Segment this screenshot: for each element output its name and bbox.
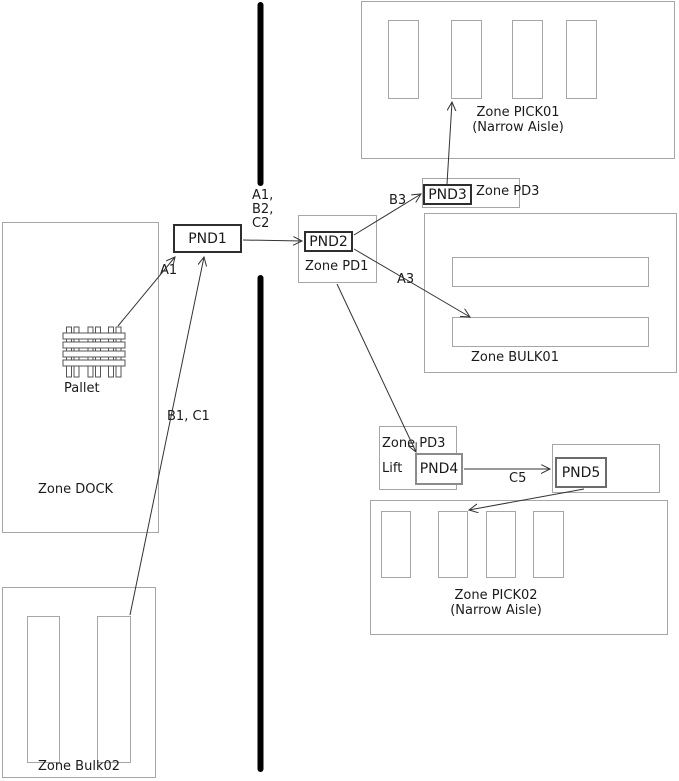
route-label-a1: A1	[160, 263, 178, 278]
route-label-a1-b2-c2: A1, B2, C2	[252, 188, 274, 231]
aisle-rack	[388, 20, 419, 99]
node-pnd1-label: PND1	[188, 230, 227, 247]
node-pnd2: PND2	[304, 231, 353, 252]
node-pnd2-label: PND2	[309, 233, 348, 250]
zone-bulk02	[2, 587, 156, 778]
zone-bulk01	[424, 213, 677, 373]
zone-bulk01-label: Zone BULK01	[471, 350, 559, 365]
bulk-rack	[27, 616, 60, 763]
bulk-rack	[452, 317, 649, 347]
zone-pick01-label: Zone PICK01 (Narrow Aisle)	[408, 105, 628, 136]
zone-pd3-lower-label: Zone PD3	[382, 436, 446, 451]
node-pnd5-label: PND5	[561, 464, 601, 481]
route-label-c5: C5	[509, 471, 527, 486]
zone-pd3-lower-sublabel: Lift	[382, 461, 403, 476]
zone-dock-label: Zone DOCK	[38, 482, 114, 497]
zone-pick02-label: Zone PICK02 (Narrow Aisle)	[396, 588, 596, 619]
route-label-a3: A3	[397, 272, 415, 287]
node-pnd4: PND4	[415, 453, 463, 485]
node-pnd5: PND5	[555, 457, 607, 488]
aisle-rack	[533, 511, 564, 578]
zone-pd1-label: Zone PD1	[305, 259, 369, 274]
zone-pd3-upper-label: Zone PD3	[476, 184, 540, 199]
node-pnd1: PND1	[173, 224, 242, 253]
aisle-rack	[566, 20, 597, 99]
route-label-b3: B3	[389, 193, 407, 208]
pnd5-outer-box	[552, 444, 660, 493]
zone-pick02-name: Zone PICK02	[454, 588, 538, 603]
route-arrow-a1-b2-c2-pnd1-to-pnd2	[242, 240, 302, 241]
zone-pick02-subtitle: (Narrow Aisle)	[450, 602, 542, 618]
node-pnd4-label: PND4	[419, 461, 459, 477]
aisle-rack	[486, 511, 516, 578]
aisle-rack	[451, 20, 482, 99]
zone-bulk02-label: Zone Bulk02	[37, 759, 121, 774]
node-pnd3-label: PND3	[428, 186, 467, 203]
bulk-rack	[97, 616, 131, 763]
route-label-b1-c1: B1, C1	[167, 409, 210, 424]
zone-pd3-upper	[422, 178, 520, 208]
zone-pick01-subtitle: (Narrow Aisle)	[472, 119, 564, 135]
pallet-label: Pallet	[64, 381, 100, 396]
aisle-rack	[512, 20, 543, 99]
zone-pick01	[361, 1, 675, 159]
aisle-rack	[381, 511, 411, 578]
node-pnd3: PND3	[423, 184, 472, 205]
bulk-rack	[452, 257, 649, 287]
zone-pick01-name: Zone PICK01	[476, 105, 560, 120]
aisle-rack	[438, 511, 468, 578]
